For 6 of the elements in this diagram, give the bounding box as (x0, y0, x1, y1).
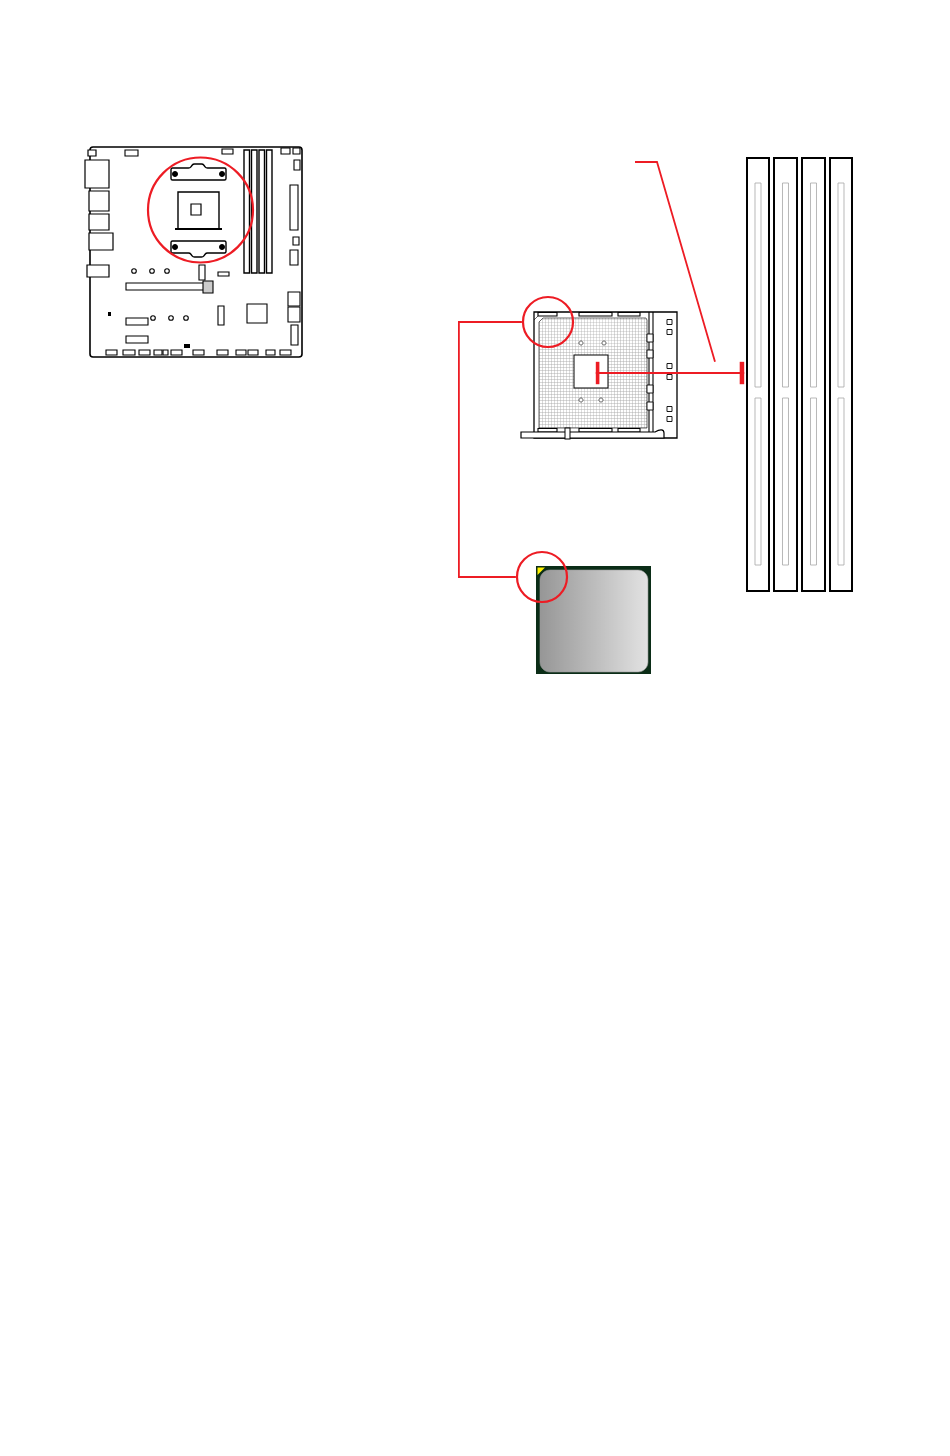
connector-line (458, 321, 523, 578)
highlight-circle (146, 156, 255, 264)
dimension-line (594, 361, 746, 385)
highlight-circle (515, 550, 569, 604)
leader-line (634, 161, 716, 363)
highlight-circle (521, 295, 575, 349)
